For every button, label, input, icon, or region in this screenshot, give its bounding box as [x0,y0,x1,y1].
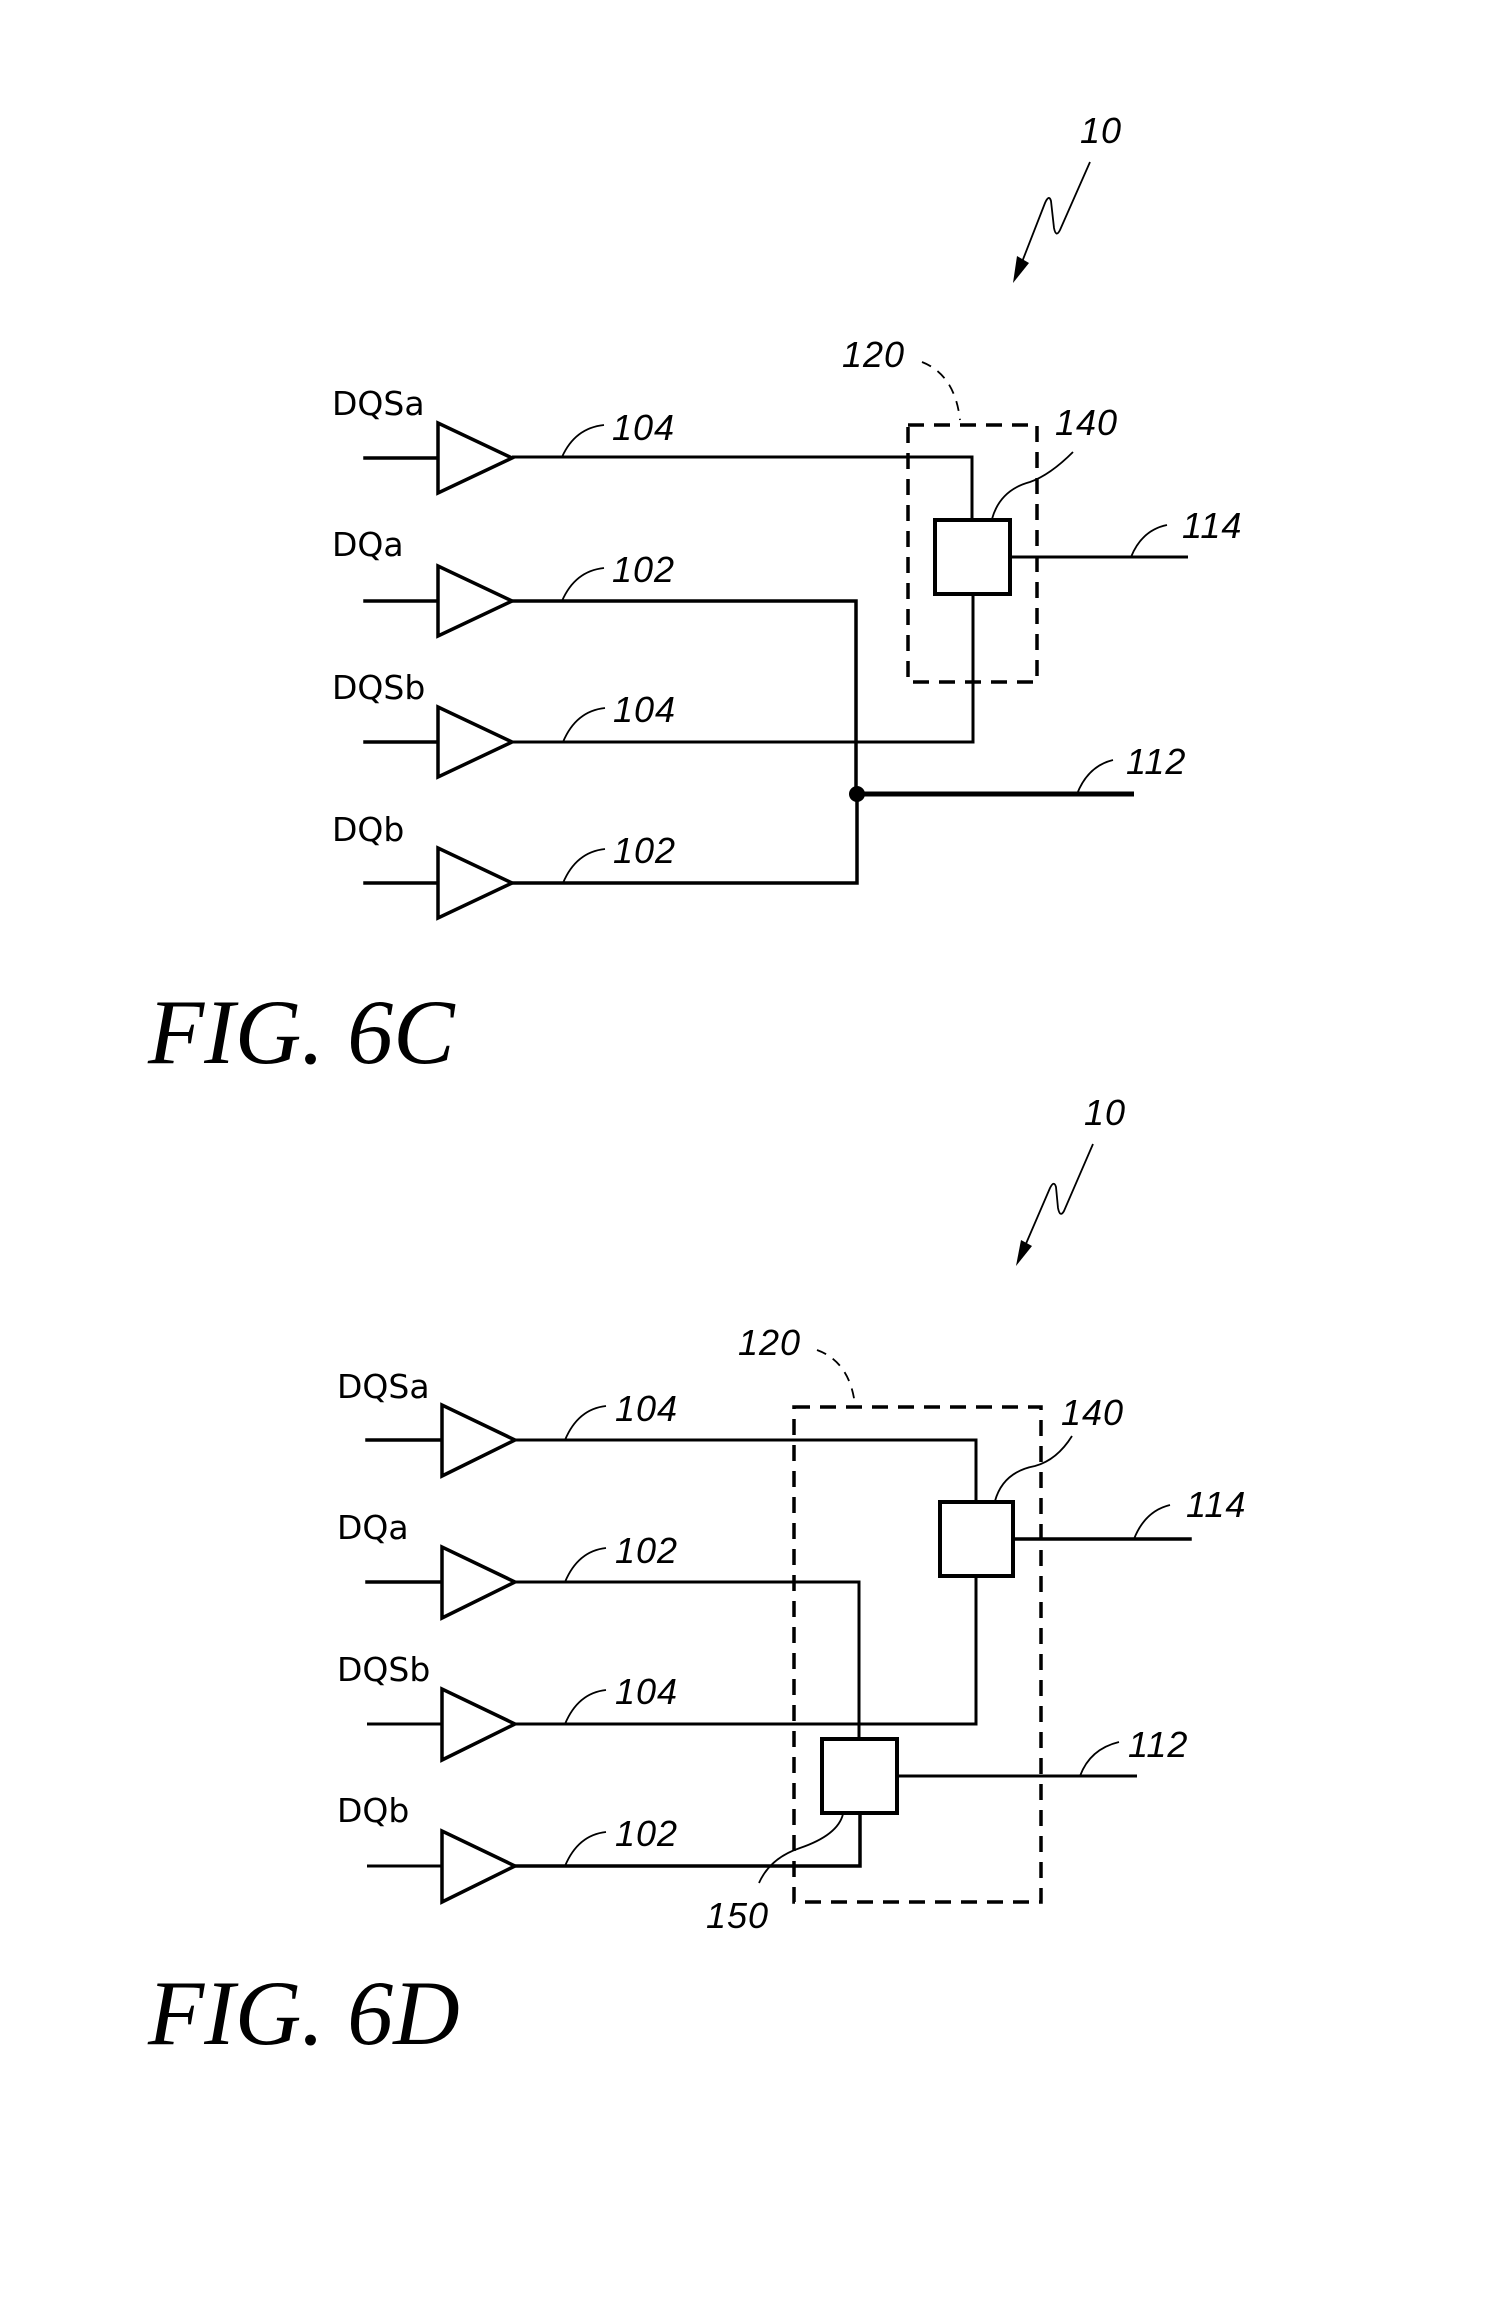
dashed-boundary [794,1407,1041,1902]
ref-label-102: 102 [615,1530,678,1571]
signal-label: DQSb [337,1650,430,1689]
signal-wire-102 [512,601,856,794]
ref-label-120: 120 [842,334,905,375]
circuit-block [822,1739,897,1813]
output-114: 114 [1010,505,1242,557]
leader-114 [1134,1505,1170,1539]
input-row-dqa: DQa 102 [332,525,856,794]
output-112: 112 [849,741,1186,802]
signal-label: DQSa [337,1367,430,1406]
ref-label-120: 120 [738,1322,801,1363]
signal-wire-104 [512,457,972,520]
system-reference-10: 10 [1013,110,1122,283]
output-114: 114 [1013,1484,1246,1539]
leader-104 [563,708,605,742]
input-row-dqsa: DQSa 104 [337,1367,976,1502]
figure-caption: FIG. 6D [147,1962,460,2064]
signal-label: DQSb [332,668,425,707]
signal-wire-102 [515,1582,859,1739]
signal-wire-102 [512,794,857,883]
leader-102 [562,568,604,601]
arrowhead-icon [1016,1240,1032,1266]
input-row-dqa: DQa 102 [337,1508,859,1739]
circuit-block [935,520,1010,594]
block-150: 150 [706,1739,897,1936]
buffer-triangle [442,1831,515,1902]
ref-label-102: 102 [612,549,675,590]
signal-wire-102 [515,1813,860,1866]
buffer-triangle [438,423,512,493]
figure-6c: 10 DQSa 104 DQa 102 DQSb [147,110,1242,1083]
arrowhead-icon [1013,256,1029,283]
signal-label: DQa [332,525,404,564]
input-row-dqsb: DQSb 104 [337,1576,976,1760]
leader-120 [817,1350,855,1405]
leader-102 [563,849,605,883]
leader-104 [565,1690,606,1724]
figure-caption: FIG. 6C [147,981,456,1083]
signal-label: DQb [332,810,404,849]
signal-label: DQa [337,1508,409,1547]
leader-140 [995,1436,1072,1501]
ref-label-140: 140 [1061,1392,1124,1433]
ref-label-104: 104 [612,407,675,448]
ref-label-104: 104 [613,689,676,730]
zigzag-leader [1025,1144,1093,1246]
ref-label-102: 102 [615,1813,678,1854]
circuit-block [940,1502,1013,1576]
group-120: 120 [842,334,1037,682]
input-row-dqsb: DQSb 104 [332,594,973,777]
leader-120 [922,362,960,420]
signal-wire-104 [515,1576,976,1724]
leader-114 [1131,525,1167,557]
zigzag-leader [1022,162,1090,262]
buffer-triangle [438,566,512,636]
ref-label-112: 112 [1126,741,1186,782]
signal-wire-104 [512,594,973,742]
ref-label-114: 114 [1182,505,1242,546]
system-reference-10: 10 [1016,1092,1126,1266]
signal-label: DQb [337,1791,409,1830]
leader-102 [565,1548,606,1582]
ref-label-140: 140 [1055,402,1118,443]
leader-104 [562,425,604,457]
leader-140 [992,452,1073,519]
ref-label-150: 150 [706,1895,769,1936]
ref-label-104: 104 [615,1671,678,1712]
buffer-triangle [442,1405,515,1476]
leader-150 [759,1814,843,1883]
buffer-triangle [442,1689,515,1760]
ref-label-104: 104 [615,1388,678,1429]
signal-wire-104 [515,1440,976,1502]
input-row-dqb: DQb 102 [337,1791,860,1902]
block-140: 140 [935,402,1118,594]
ref-label-102: 102 [613,830,676,871]
input-row-dqb: DQb 102 [332,794,857,918]
leader-102 [565,1832,606,1866]
signal-label: DQSa [332,384,425,423]
figure-6d: 10 DQSa 104 DQa 102 DQSb [147,1092,1246,2064]
leader-112 [1077,760,1113,794]
buffer-triangle [442,1547,515,1618]
buffer-triangle [438,707,512,777]
ref-label-114: 114 [1186,1484,1246,1525]
buffer-triangle [438,848,512,918]
system-ref-label: 10 [1080,110,1122,151]
ref-label-112: 112 [1128,1724,1188,1765]
system-ref-label: 10 [1084,1092,1126,1133]
leader-104 [565,1406,606,1440]
leader-112 [1080,1742,1119,1776]
input-row-dqsa: DQSa 104 [332,384,972,520]
block-140: 140 [940,1392,1124,1576]
